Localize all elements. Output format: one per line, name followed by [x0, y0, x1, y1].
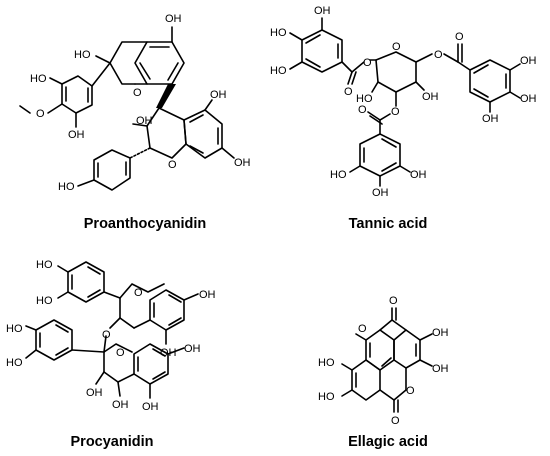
- atom-label: O: [116, 347, 125, 359]
- atom-label: OH: [432, 363, 449, 375]
- atom-label: OH: [432, 327, 449, 339]
- atom-label: HO: [318, 357, 335, 369]
- atom-label: O: [168, 159, 177, 171]
- tannic-acid-atom-labels: OH HO HO O O O O O OH OH OH HO OH O O HO…: [270, 5, 537, 199]
- atom-label: OH: [372, 187, 389, 199]
- atom-label: O: [363, 57, 372, 69]
- atom-label: O: [406, 385, 415, 397]
- atom-label: OH: [68, 129, 85, 141]
- procyanidin-atom-labels: HO HO O OH O OH HO HO O OH OH OH OH: [6, 259, 216, 413]
- atom-label: HO: [318, 391, 335, 403]
- atom-label: O: [36, 108, 45, 120]
- compound-name-ellagic-acid: Ellagic acid: [348, 434, 428, 450]
- atom-label: HO: [356, 93, 373, 105]
- atom-label: HO: [30, 73, 47, 85]
- atom-label: HO: [6, 323, 23, 335]
- atom-label: O: [133, 87, 142, 99]
- atom-label: OH: [160, 347, 177, 359]
- atom-label: OH: [410, 169, 427, 181]
- atom-label: HO: [74, 49, 91, 61]
- atom-label: OH: [199, 289, 216, 301]
- ellagic-acid-atom-labels: O O OH HO OH HO O O: [318, 295, 449, 427]
- atom-label: HO: [270, 65, 287, 77]
- atom-label: OH: [210, 89, 227, 101]
- atom-label: HO: [330, 169, 347, 181]
- atom-label: OH: [112, 399, 129, 411]
- atom-label: O: [102, 329, 111, 341]
- atom-label: HO: [36, 295, 53, 307]
- tannic-acid-structure: [289, 17, 521, 187]
- atom-label: OH: [482, 113, 499, 125]
- atom-label: OH: [142, 401, 159, 413]
- atom-label: OH: [136, 115, 153, 127]
- proanthocyanidin-structure: [19, 26, 235, 191]
- atom-label: OH: [86, 387, 103, 399]
- atom-label: O: [391, 415, 400, 427]
- atom-label: OH: [520, 55, 537, 67]
- atom-label: O: [434, 49, 443, 61]
- compound-name-tannic-acid: Tannic acid: [349, 216, 428, 232]
- atom-label: OH: [234, 157, 251, 169]
- procyanidin-structure: [25, 261, 199, 399]
- compound-name-procyanidin: Procyanidin: [71, 434, 154, 450]
- atom-label: HO: [36, 259, 53, 271]
- atom-label: OH: [314, 5, 331, 17]
- atom-label: O: [392, 41, 401, 53]
- atom-label: O: [389, 295, 398, 307]
- atom-label: OH: [184, 343, 201, 355]
- ellagic-acid-structure: [341, 307, 433, 413]
- atom-label: O: [134, 287, 143, 299]
- compound-name-proanthocyanidin: Proanthocyanidin: [84, 216, 206, 232]
- atom-label: O: [358, 323, 367, 335]
- atom-label: OH: [520, 93, 537, 105]
- atom-label: O: [358, 104, 367, 116]
- atom-label: O: [344, 86, 353, 98]
- atom-label: O: [455, 31, 464, 43]
- atom-label: O: [391, 106, 400, 118]
- atom-label: HO: [270, 27, 287, 39]
- atom-label: HO: [58, 181, 75, 193]
- atom-label: HO: [6, 357, 23, 369]
- atom-label: OH: [422, 91, 439, 103]
- atom-label: OH: [165, 13, 182, 25]
- proanthocyanidin-atom-labels: OH HO O HO O OH OH OH O OH HO: [30, 13, 251, 193]
